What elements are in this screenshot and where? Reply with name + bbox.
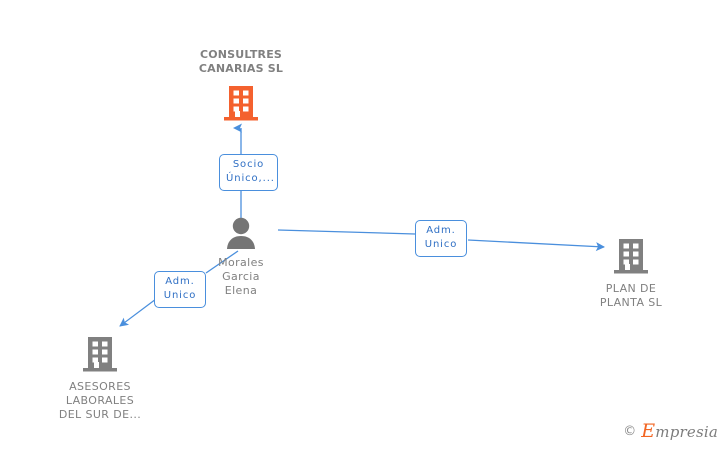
node-person-label: Morales Garcia Elena [218, 256, 264, 297]
node-root-company[interactable]: CONSULTRES CANARIAS SL [169, 48, 313, 125]
building-icon [570, 238, 692, 278]
brand-rest: mpresia [655, 423, 718, 441]
building-icon [40, 336, 160, 376]
node-company-bottom-left-label: ASESORES LABORALES DEL SUR DE... [58, 380, 142, 421]
relation-label-socio-unico[interactable]: Socio Único,... [219, 154, 278, 191]
node-company-bottom-left[interactable]: ASESORES LABORALES DEL SUR DE... [40, 336, 160, 422]
relation-label-adm-unico-right[interactable]: Adm. Unico [415, 220, 467, 257]
node-root-company-label: CONSULTRES CANARIAS SL [198, 48, 284, 75]
brand-initial: E [641, 420, 656, 442]
node-company-right-label: PLAN DE PLANTA SL [599, 282, 663, 309]
empresia-logo-text: Empresia [641, 420, 718, 442]
node-person[interactable]: Morales Garcia Elena [205, 216, 277, 298]
node-company-right[interactable]: PLAN DE PLANTA SL [570, 238, 692, 310]
building-icon [169, 85, 313, 125]
copyright-icon: © [623, 423, 637, 439]
relation-label-adm-unico-left[interactable]: Adm. Unico [154, 271, 206, 308]
empresia-watermark: © Empresia [623, 420, 718, 442]
person-icon [205, 216, 277, 254]
